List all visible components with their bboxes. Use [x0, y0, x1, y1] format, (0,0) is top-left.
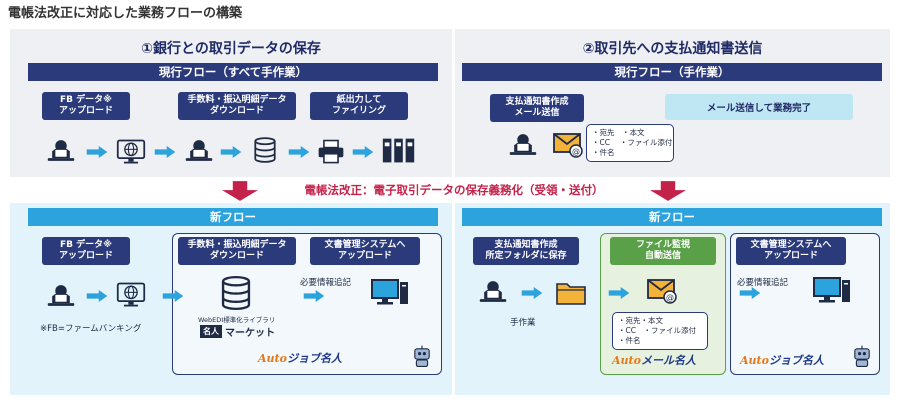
page-title: 電帳法改正に対応した業務フローの構築 — [8, 6, 243, 21]
left-current-step-3: 紙出力して ファイリング — [310, 92, 408, 120]
left-section-title: ①銀行との取引データの保存 — [141, 41, 321, 57]
desktop-computer-icon — [812, 276, 852, 306]
auto-job-logo-b: ジョブ名人 — [286, 352, 342, 365]
down-arrow-icon — [222, 181, 258, 201]
right-arrow-icon — [220, 146, 242, 158]
right-arrow-icon — [268, 290, 360, 302]
auto-job-logo: Autoジョブ名人 — [258, 350, 342, 366]
right-arrow-icon — [156, 290, 190, 302]
folder-icon — [554, 278, 588, 308]
right-arrow-icon — [288, 146, 310, 158]
left-new-step-1: FB データ※ アップロード — [42, 237, 130, 265]
robot-icon — [410, 344, 434, 368]
web-computer-icon — [116, 138, 146, 166]
left-required-note: 必要情報追記 — [300, 278, 352, 288]
manual-label: 手作業 — [510, 318, 536, 328]
right-current-result: メール送信して業務完了 — [665, 94, 853, 120]
right-section-title: ②取引先への支払通知書送信 — [582, 41, 763, 57]
left-current-header: 現行フロー（すべて手作業） — [28, 63, 438, 81]
auto-mail-logo: Autoメール名人 — [612, 352, 696, 368]
right-arrow-icon — [86, 290, 108, 302]
down-arrow-icon — [650, 181, 686, 201]
web-computer-icon — [116, 281, 146, 309]
right-arrow-icon — [690, 287, 810, 299]
auto-mail-logo-a: Auto — [612, 354, 641, 367]
left-new-step-3: 文書管理システムへ アップロード — [310, 237, 420, 265]
right-arrow-icon — [154, 146, 176, 158]
right-current-header: 現行フロー（手作業） — [462, 63, 882, 81]
right-new-header: 新フロー — [462, 208, 882, 226]
right-new-step-3: 文書管理システムへ アップロード — [736, 237, 846, 265]
right-new-step-1: 支払通知書作成 所定フォルダに保存 — [473, 237, 579, 265]
library-brand-text: マーケット — [225, 328, 275, 339]
right-arrow-icon — [352, 146, 374, 158]
auto-mail-fields-bubble: ・宛先・本文 ・CC ・ファイル添付 ・件名 — [612, 312, 708, 351]
footnote: ※FB=ファームバンキング — [40, 324, 142, 334]
person-icon — [46, 138, 76, 166]
auto-job-logo-right-b: ジョブ名人 — [768, 354, 824, 367]
library-caption: WebEDI標準化ライブラリ — [198, 316, 276, 324]
database-icon — [216, 275, 256, 311]
mail-icon — [646, 276, 680, 306]
binders-icon — [380, 136, 418, 166]
left-current-step-2: 手数料・振込明細データ ダウンロード — [178, 92, 296, 120]
right-current-step: 支払通知書作成 メール送信 — [490, 94, 584, 122]
auto-job-logo-a: Auto — [258, 352, 287, 365]
right-arrow-icon — [520, 287, 544, 299]
left-current-step-1: FB データ※ アップロード — [42, 92, 130, 120]
person-icon — [184, 138, 214, 166]
right-new-step-2: ファイル監視 自動送信 — [610, 237, 716, 265]
mail-icon — [552, 130, 586, 160]
right-required-note: 必要情報追記 — [737, 278, 789, 288]
library-brand: 名人 マーケット — [200, 324, 275, 339]
library-brand-mark: 名人 — [200, 325, 222, 338]
auto-mail-logo-b: メール名人 — [640, 354, 696, 367]
printer-icon — [316, 138, 346, 166]
right-arrow-icon — [86, 146, 108, 158]
auto-job-logo-right: Autoジョブ名人 — [740, 352, 824, 368]
mail-fields-bubble: ・宛先 ・本文 ・CC ・ファイル添付 ・件名 — [586, 124, 674, 163]
regulation-banner: 電帳法改正：電子取引データの保存義務化（受領・送付） — [304, 183, 604, 197]
left-new-step-2: 手数料・振込明細データ ダウンロード — [178, 237, 296, 265]
person-icon — [46, 283, 76, 311]
database-icon — [250, 136, 280, 164]
desktop-computer-icon — [370, 278, 410, 308]
right-arrow-icon — [592, 287, 646, 299]
left-new-header: 新フロー — [28, 208, 438, 226]
person-icon — [478, 279, 508, 307]
auto-job-logo-right-a: Auto — [740, 354, 769, 367]
robot-icon — [850, 344, 874, 368]
person-icon — [508, 132, 538, 160]
